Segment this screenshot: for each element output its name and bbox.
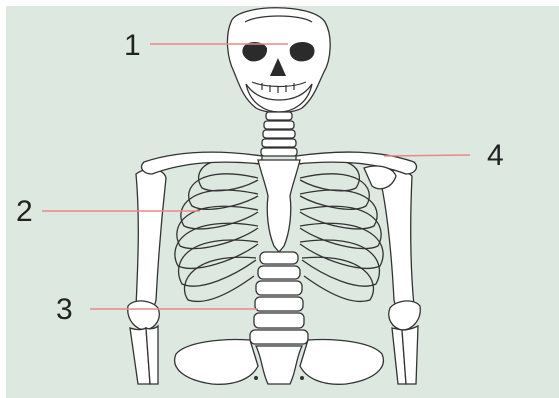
callout-1: 1 <box>124 29 141 62</box>
pelvis <box>175 340 384 385</box>
leader-line-4 <box>384 155 470 156</box>
callout-2: 2 <box>16 195 33 228</box>
callout-4: 4 <box>487 139 504 172</box>
cervical-spine <box>261 112 297 156</box>
callout-3: 3 <box>56 293 73 326</box>
